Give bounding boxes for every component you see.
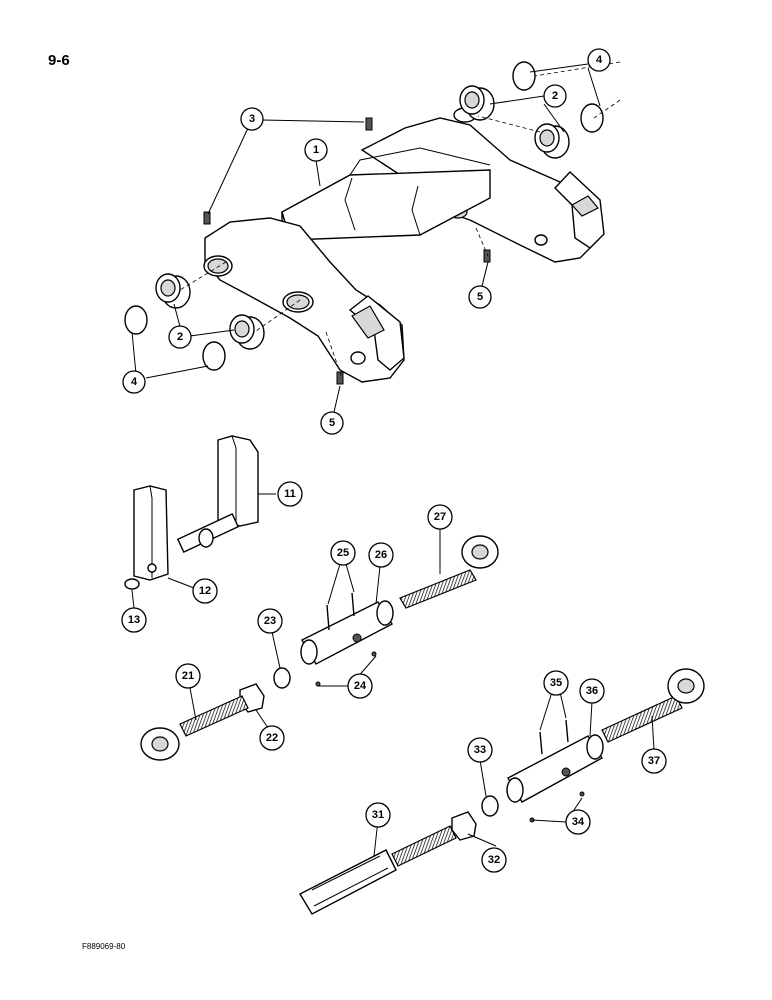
svg-text:25: 25: [337, 547, 349, 559]
callout-2a: 2: [543, 84, 567, 108]
svg-text:11: 11: [284, 488, 296, 500]
callout-4b: 4: [122, 370, 146, 394]
svg-text:32: 32: [488, 854, 500, 866]
svg-text:36: 36: [586, 685, 598, 697]
lift-beam: [203, 107, 605, 383]
callout-5b: 5: [320, 411, 344, 435]
svg-text:26: 26: [375, 549, 387, 561]
callout-31: 31: [365, 802, 391, 828]
svg-text:22: 22: [266, 732, 278, 744]
svg-text:24: 24: [354, 680, 367, 692]
callout-25: 25: [330, 540, 356, 566]
svg-text:12: 12: [199, 585, 211, 597]
bushing-upper-2: [534, 123, 570, 159]
bushing-lower-1: [155, 273, 191, 309]
svg-text:2: 2: [552, 90, 558, 102]
svg-text:21: 21: [182, 670, 194, 682]
bracket-assembly: [124, 435, 259, 590]
svg-text:33: 33: [474, 744, 486, 756]
svg-text:27: 27: [434, 511, 446, 523]
callout-36: 36: [579, 678, 605, 704]
svg-text:13: 13: [128, 614, 140, 626]
svg-text:31: 31: [372, 809, 384, 821]
callout-26: 26: [368, 542, 394, 568]
svg-text:3: 3: [249, 113, 255, 125]
svg-text:5: 5: [477, 291, 483, 303]
svg-text:23: 23: [264, 615, 276, 627]
svg-text:37: 37: [648, 755, 660, 767]
turnbuckle-upper: [140, 535, 499, 761]
callout-4a: 4: [587, 48, 611, 72]
svg-text:34: 34: [572, 816, 585, 828]
grease-fittings: [203, 117, 491, 385]
callout-13: 13: [121, 607, 147, 633]
callout-27: 27: [427, 504, 453, 530]
callout-33: 33: [467, 737, 493, 763]
callout-22: 22: [259, 725, 285, 751]
callout-2b: 2: [168, 325, 192, 349]
callout-5a: 5: [468, 285, 492, 309]
callout-37: 37: [641, 748, 667, 774]
callout-11: 11: [277, 481, 303, 507]
svg-text:5: 5: [329, 417, 335, 429]
callout-21: 21: [175, 663, 201, 689]
turnbuckle-lower: [299, 668, 705, 915]
snap-rings: [124, 61, 604, 371]
callout-12: 12: [192, 578, 218, 604]
svg-text:35: 35: [550, 677, 562, 689]
callout-3: 3: [240, 107, 264, 131]
bushing-upper-1: [459, 85, 495, 121]
alignment-lines: [179, 61, 621, 379]
callout-1: 1: [304, 138, 328, 162]
callout-32: 32: [481, 847, 507, 873]
svg-text:4: 4: [596, 54, 603, 66]
svg-text:1: 1: [313, 144, 319, 156]
bushing-lower-2: [229, 314, 265, 350]
callout-35: 35: [543, 670, 569, 696]
callout-23: 23: [257, 608, 283, 634]
page-number: 9-6: [48, 52, 70, 69]
callout-34: 34: [565, 809, 591, 835]
svg-text:4: 4: [131, 376, 138, 388]
svg-text:2: 2: [177, 331, 183, 343]
callout-24: 24: [347, 673, 373, 699]
figure-code: F889069-80: [82, 942, 126, 951]
